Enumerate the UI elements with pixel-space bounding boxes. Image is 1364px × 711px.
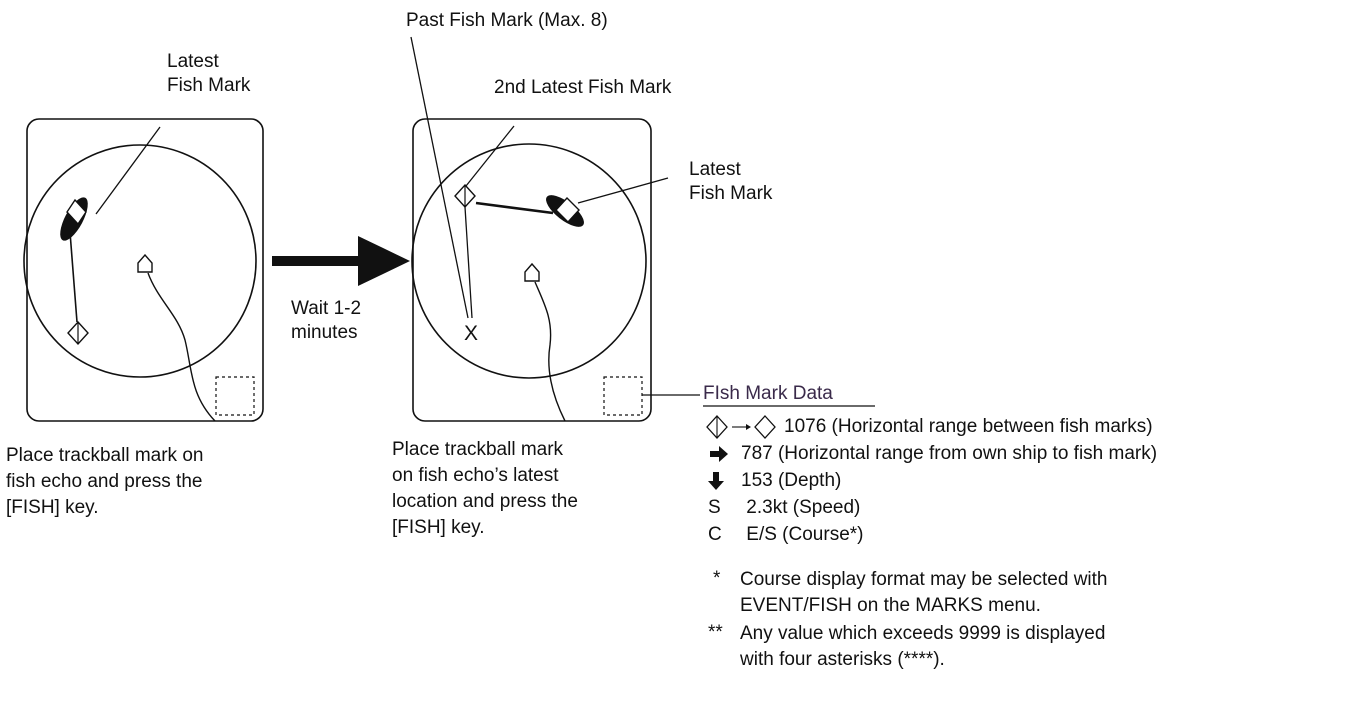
note-mark-2: ** — [708, 622, 723, 643]
data-row-between-marks: 1076 (Horizontal range between fish mark… — [784, 415, 1153, 439]
second-latest-fish-mark-label: 2nd Latest Fish Mark — [494, 77, 672, 98]
data-value: 2.3kt (Speed) — [746, 497, 861, 518]
note-text-2: Any value which exceeds 9999 is displaye… — [740, 623, 1106, 670]
data-row-speed: S 2.3kt (Speed) — [708, 496, 860, 520]
left-latest-fish-mark-icon — [60, 197, 88, 241]
course-symbol: C — [708, 524, 722, 545]
data-row-range: 787 (Horizontal range from own ship to f… — [741, 442, 1157, 466]
right-past-pointer — [410, 36, 469, 319]
left-own-ship-icon — [137, 253, 153, 273]
right-second-fish-mark-icon — [454, 183, 476, 209]
left-latest-fish-mark-label: Latest Fish Mark — [167, 51, 251, 96]
note-text-1: Course display format may be selected wi… — [740, 569, 1108, 616]
left-latest-pointer — [95, 126, 161, 215]
data-value: E/S (Course*) — [746, 524, 864, 545]
right-second-pointer — [465, 125, 515, 187]
past-fish-mark-label: Past Fish Mark (Max. 8) — [406, 10, 608, 31]
range-arrow-icon — [710, 446, 728, 462]
right-latest-fish-mark-icon — [546, 195, 584, 227]
right-latest-pointer — [577, 177, 669, 204]
fish-mark-data-title: FIsh Mark Data — [703, 383, 833, 404]
speed-symbol: S — [708, 497, 721, 518]
right-display-circle — [411, 143, 647, 379]
left-display — [23, 118, 264, 422]
right-own-ship-icon — [524, 262, 540, 282]
note-mark-1: * — [713, 568, 721, 589]
left-display-circle — [23, 144, 257, 378]
right-caption: Place trackball mark on fish echo’s late… — [392, 439, 578, 538]
left-own-ship-track — [147, 272, 216, 422]
wait-arrow — [272, 236, 410, 286]
left-data-box — [215, 376, 255, 416]
right-fish-track-line — [475, 201, 554, 215]
left-old-fish-mark-icon — [67, 320, 89, 346]
between-marks-symbol-icon — [706, 415, 776, 439]
past-mark-x: X — [464, 322, 479, 345]
left-display-frame — [26, 118, 264, 422]
data-value: 1076 (Horizontal range between fish mark… — [784, 416, 1153, 437]
depth-arrow-icon — [708, 472, 724, 490]
left-fish-track-line — [69, 231, 78, 323]
data-value: 153 (Depth) — [741, 470, 842, 491]
data-row-depth: 153 (Depth) — [741, 469, 841, 493]
right-own-ship-track — [534, 281, 566, 422]
right-latest-fish-mark-label: Latest Fish Mark — [689, 159, 773, 204]
wait-label: Wait 1-2 minutes — [291, 298, 362, 343]
right-past-link — [464, 206, 473, 319]
data-value: 787 (Horizontal range from own ship to f… — [741, 443, 1158, 464]
right-data-box — [603, 376, 643, 416]
right-display — [410, 36, 700, 422]
data-row-course: C E/S (Course*) — [708, 523, 863, 547]
left-caption: Place trackball mark on fish echo and pr… — [6, 445, 204, 518]
